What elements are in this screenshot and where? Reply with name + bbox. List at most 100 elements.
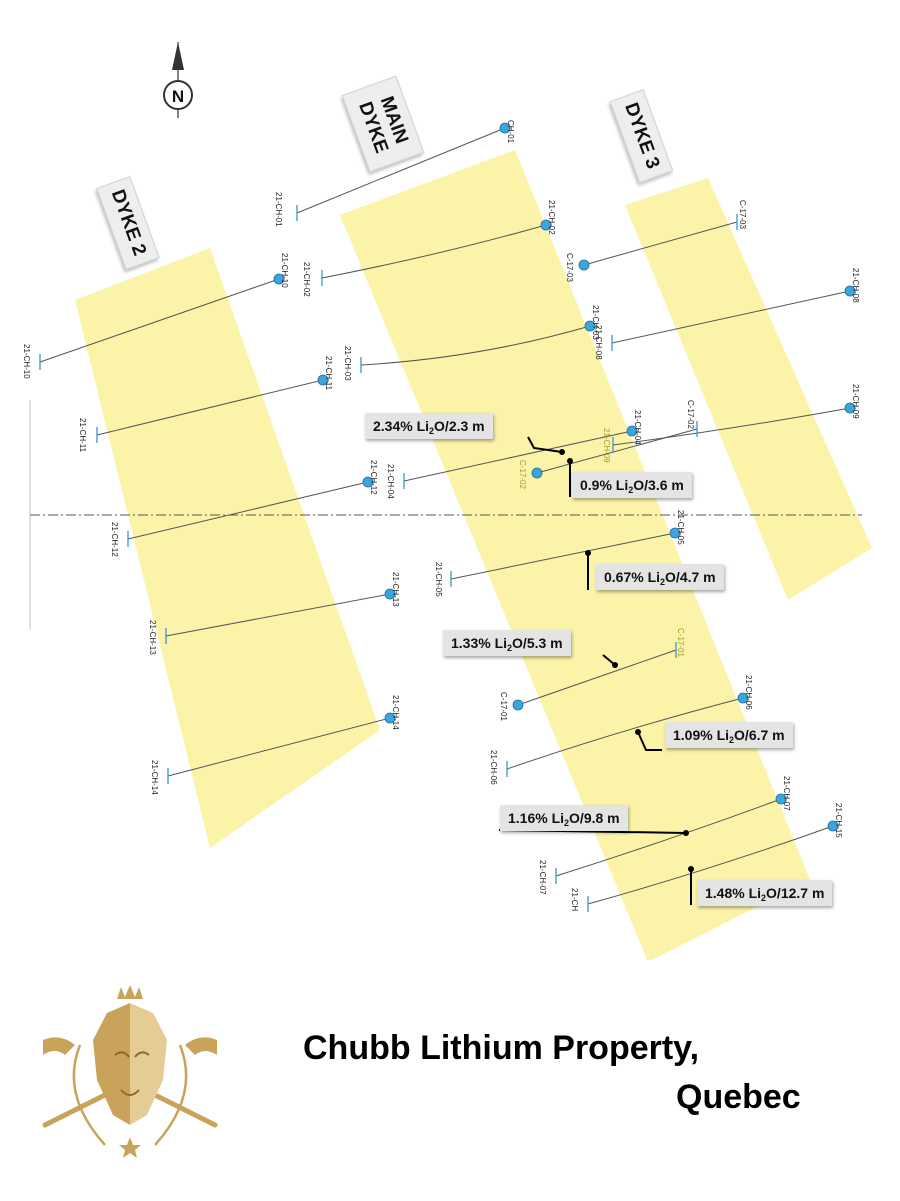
collar-ch-15 [827, 820, 839, 832]
lion-head-right [130, 1003, 167, 1125]
trace-end-ticks [39, 205, 738, 912]
collar-label-ch-13: 21-CH-13 [391, 572, 400, 607]
trace-ch-06 [506, 697, 744, 770]
collar-c-17-02 [531, 467, 543, 479]
trace-ch-14 [167, 717, 391, 777]
trace-ch-12 [127, 481, 369, 540]
trace-label-ch-15: 21-CH [570, 888, 579, 911]
laurel-left [72, 1044, 188, 1146]
collar-ch-04 [626, 425, 638, 437]
assay-label-3: 0.67% Li2O/4.7 m [596, 564, 724, 590]
property-title-line1: Chubb Lithium Property, [303, 1029, 700, 1067]
lion-face-detail [114, 1051, 150, 1096]
star-icon [119, 1137, 141, 1158]
collar-ch-03 [584, 320, 596, 332]
collar-ch-01 [499, 122, 511, 134]
trace-label-ch-01: 21-CH-01 [274, 192, 283, 227]
pickaxe-heads [43, 1037, 217, 1055]
lion-crest-logo [42, 985, 218, 1158]
collar-c-17-01 [512, 699, 524, 711]
collar-labels: CH-01 21-CH-01 21-CH-02 21-CH-02 21-CH-1… [22, 120, 860, 911]
collar-label-ch-12: 21-CH-12 [369, 460, 378, 495]
collar-ch-08 [844, 285, 856, 297]
collar-ch-10 [273, 273, 285, 285]
assay-label-2: 0.9% Li2O/3.6 m [572, 472, 692, 498]
trace-ch-07 [555, 798, 782, 877]
assay-label-4: 1.33% Li2O/5.3 m [443, 630, 571, 656]
collar-label-ch-03: 21-CH-03 [591, 305, 600, 340]
trace-ch-10 [39, 278, 280, 363]
property-title-line2: Quebec [676, 1078, 801, 1116]
collar-label-c-17-01: C-17-01 [499, 692, 508, 721]
collar-ch-07 [775, 793, 787, 805]
trace-c-17-02 [536, 428, 698, 474]
trace-ch-13 [165, 593, 391, 637]
collar-ch-02 [540, 219, 552, 231]
trace-label-ch-10: 21-CH-10 [22, 344, 31, 379]
collar-ch-14 [384, 712, 396, 724]
trace-label-ch-12: 21-CH-12 [110, 522, 119, 557]
collar-ch-13 [384, 588, 396, 600]
trace-ch-08 [611, 290, 851, 344]
north-arrow-label: N [172, 87, 184, 106]
trace-label-c-17-03: C-17-03 [738, 200, 747, 229]
collar-label-ch-06: 21-CH-06 [744, 675, 753, 710]
trace-label-c-17-02: C-17-02 [686, 400, 695, 429]
drill-collars [273, 122, 856, 832]
trace-label-ch-04: 21-CH-04 [386, 464, 395, 499]
collar-label-ch-07: 21-CH-07 [782, 776, 791, 811]
trace-label-ch-06: 21-CH-06 [489, 750, 498, 785]
trace-label-c-17-01: C-17-01 [676, 628, 685, 657]
collar-label-ch-15: 21-CH-15 [834, 803, 843, 838]
collar-ch-09 [844, 402, 856, 414]
trace-label-ch-09: 21-CH-09 [602, 428, 611, 463]
lion-head-left [93, 1003, 130, 1125]
trace-label-ch-03: 21-CH-03 [343, 346, 352, 381]
collar-c-17-03 [578, 259, 590, 271]
trace-ch-02 [321, 224, 547, 279]
collar-label-c-17-02: C-17-02 [518, 460, 527, 489]
trace-ch-11 [96, 379, 324, 436]
crossed-pickaxes [42, 1092, 218, 1128]
trace-label-ch-14: 21-CH-14 [150, 760, 159, 795]
trace-label-ch-08: 21-CH-08 [594, 325, 603, 360]
trace-label-ch-13: 21-CH-13 [148, 620, 157, 655]
trace-c-17-03 [583, 221, 738, 266]
collar-ch-12 [362, 476, 374, 488]
dyke-3-zone [625, 178, 872, 600]
collar-label-ch-04: 21-CH-04 [633, 410, 642, 445]
assay-label-6: 1.16% Li2O/9.8 m [500, 805, 628, 831]
assay-label-1: 2.34% Li2O/2.3 m [365, 413, 493, 439]
assay-label-7: 1.48% Li2O/12.7 m [697, 880, 833, 906]
assay-label-5: 1.09% Li2O/6.7 m [665, 722, 793, 748]
collar-label-ch-08: 21-CH-08 [851, 268, 860, 303]
main-dyke-zone [340, 150, 810, 960]
trace-ch-15 [587, 825, 834, 905]
collar-ch-06 [737, 692, 749, 704]
drill-traces [39, 127, 851, 905]
collar-label-ch-01: CH-01 [506, 120, 515, 144]
crown-icon [117, 985, 143, 999]
trace-ch-01 [296, 127, 506, 214]
collar-label-ch-09: 21-CH-09 [851, 384, 860, 419]
collar-label-ch-11: 21-CH-11 [324, 356, 333, 391]
collar-label-ch-05: 21-CH-05 [676, 510, 685, 545]
collar-ch-05 [669, 527, 681, 539]
collar-label-ch-10: 21-CH-10 [280, 253, 289, 288]
collar-label-ch-14: 21-CH-14 [391, 695, 400, 730]
trace-ch-04 [403, 430, 633, 482]
trace-label-ch-02: 21-CH-02 [302, 262, 311, 297]
trace-label-ch-11: 21-CH-11 [78, 418, 87, 453]
north-arrow: N [163, 42, 193, 118]
collar-label-c-17-03: C-17-03 [565, 253, 574, 282]
trace-label-ch-07: 21-CH-07 [538, 860, 547, 895]
dyke-2-zone [75, 248, 380, 848]
collar-ch-11 [317, 374, 329, 386]
drill-plan-map: N [22, 42, 872, 960]
trace-ch-09 [612, 407, 851, 446]
trace-ch-03 [360, 325, 591, 366]
trace-c-17-01 [517, 649, 677, 706]
collar-label-ch-02: 21-CH-02 [547, 200, 556, 235]
trace-ch-05 [450, 532, 676, 580]
trace-label-ch-05: 21-CH-05 [434, 562, 443, 597]
